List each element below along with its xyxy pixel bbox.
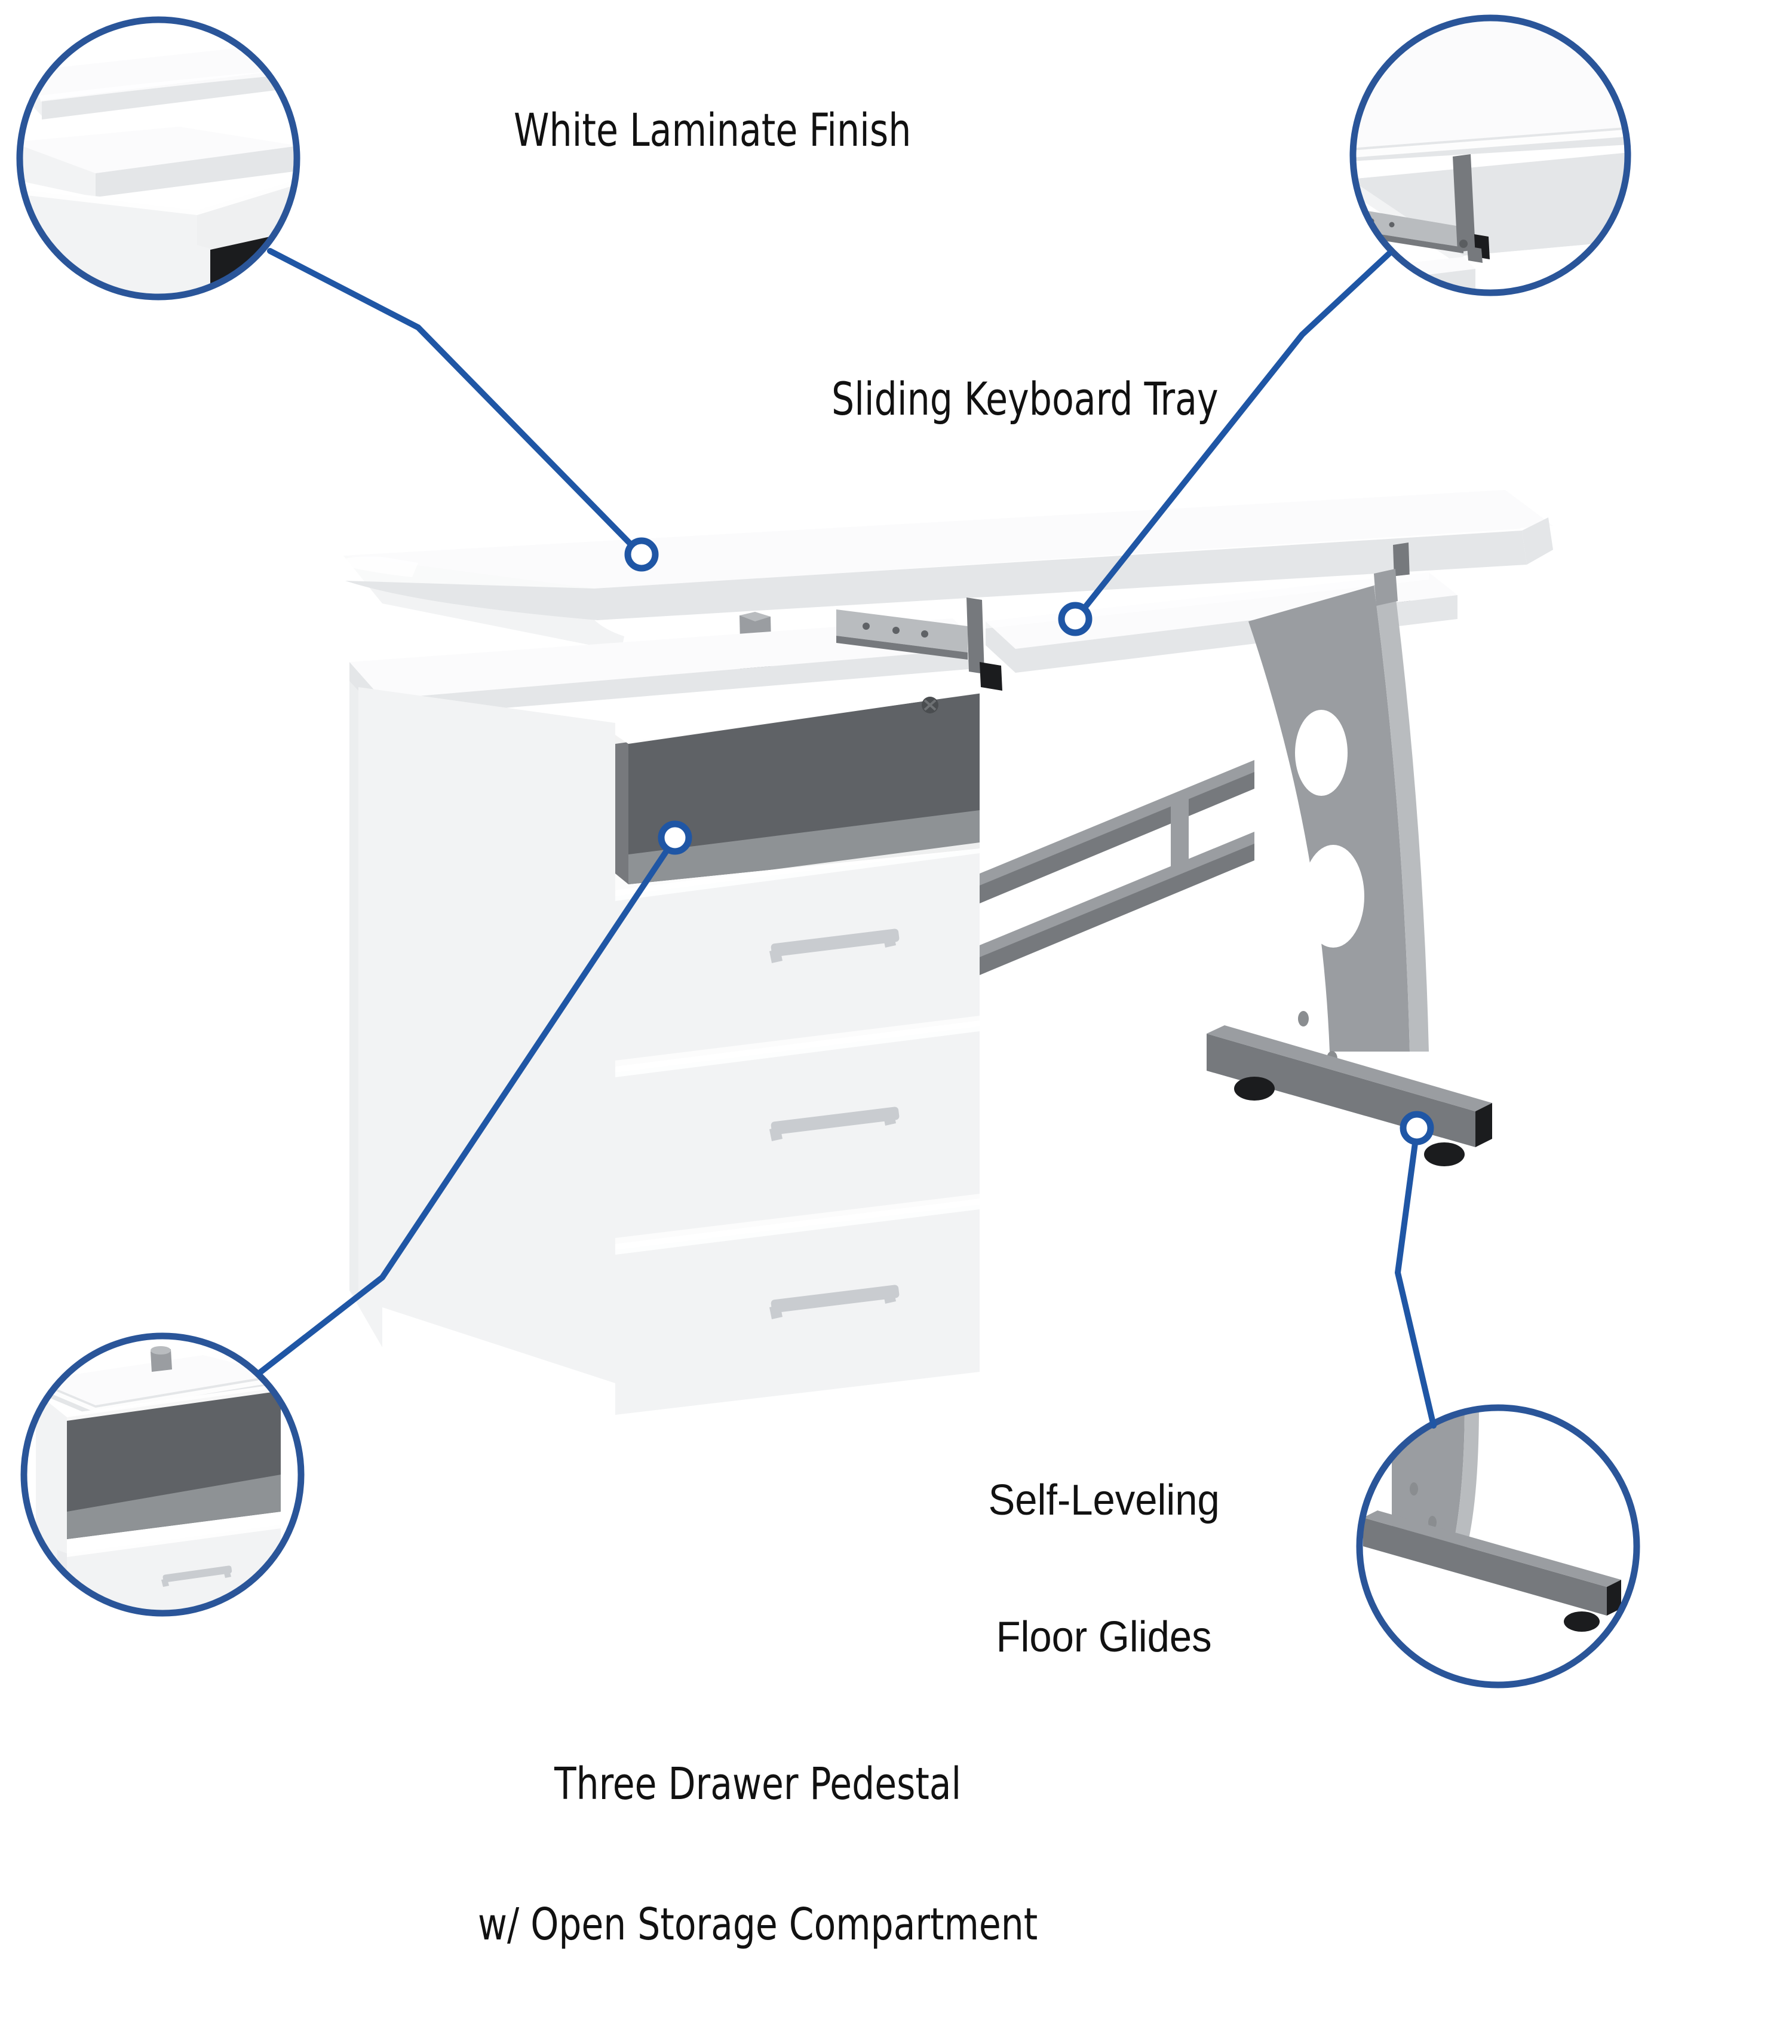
callout-ring-floor-glides (1356, 1404, 1640, 1688)
keyboard-tray-detail-image (1353, 18, 1628, 293)
leader-line-white-laminate (267, 248, 636, 550)
leader-line-floor-glides (1395, 1136, 1437, 1429)
callout-label-sliding-keyboard-tray: Sliding Keyboard Tray (831, 372, 1219, 425)
desktop-surface (343, 490, 1553, 651)
drawer-pedestal (349, 618, 983, 1415)
callout-label-three-drawer-pedestal: Three Drawer Pedestal w/ Open Storage Co… (478, 1667, 1038, 2042)
floor-glides-line-1: Self-Leveling (988, 1476, 1220, 1524)
leader-endpoint-drawer-pedestal (658, 820, 692, 855)
leader-endpoint-white-laminate (624, 537, 659, 572)
callout-ring-keyboard-tray (1349, 14, 1631, 296)
callout-circle-white-laminate (16, 16, 659, 572)
open-storage-compartment (615, 668, 983, 884)
drawer-pedestal-line-2: w/ Open Storage Compartment (478, 1899, 1038, 1951)
callout-circle-keyboard-tray (1058, 14, 1631, 636)
callout-ring-drawer-pedestal (20, 1332, 305, 1617)
callout-ring-white-laminate (16, 16, 300, 301)
infographic-canvas: White Laminate Finish Sliding Keyboard T… (16, 14, 1640, 1948)
callout-circle-drawer-pedestal (20, 820, 692, 1617)
leader-endpoint-floor-glides (1400, 1111, 1434, 1145)
drawer-middle (615, 1021, 980, 1238)
drawer-bottom (615, 1199, 980, 1415)
leader-line-keyboard-tray (1079, 250, 1392, 614)
floor-glides-line-2: Floor Glides (996, 1613, 1212, 1661)
drawer-top (615, 842, 980, 1061)
cross-support-rails (980, 760, 1254, 975)
leader-endpoint-keyboard-tray (1058, 602, 1093, 636)
callout-label-white-laminate: White Laminate Finish (514, 103, 912, 157)
right-leg-assembly (1207, 569, 1492, 1166)
product-illustration (343, 490, 1553, 1415)
white-laminate-detail-image (20, 20, 297, 297)
callout-circle-floor-glides (1356, 1111, 1640, 1688)
callout-label-self-leveling-floor-glides: Self-Leveling Floor Glides (989, 1386, 1220, 1751)
cabinet-screw (922, 697, 938, 713)
drawer-pedestal-line-1: Three Drawer Pedestal (554, 1758, 962, 1810)
leader-line-drawer-pedestal (256, 844, 672, 1376)
